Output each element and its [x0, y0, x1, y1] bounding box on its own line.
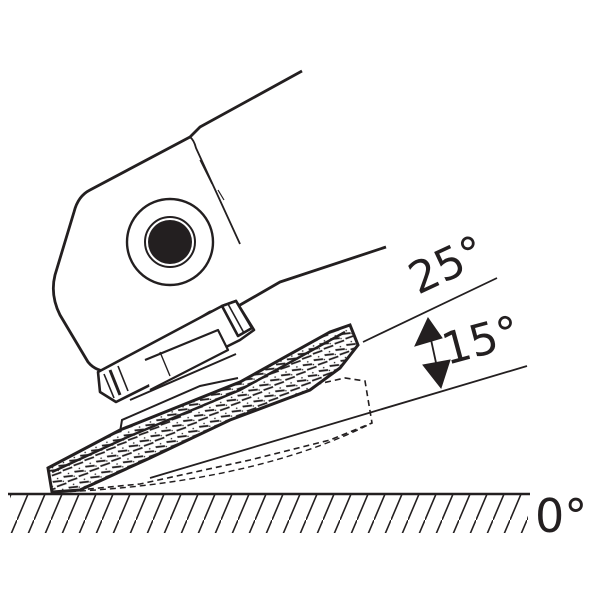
workpiece-surface — [8, 492, 530, 533]
spindle-lock-button — [125, 197, 215, 287]
spindle-nut — [96, 299, 256, 404]
label-angle-0: 0° — [535, 489, 587, 543]
label-angle-15: 15° — [437, 306, 526, 375]
angle-reference-lines — [149, 277, 528, 479]
label-angle-25: 25° — [401, 226, 493, 305]
double-arrow — [414, 317, 451, 390]
disc-dashed-underside — [59, 422, 373, 493]
disc-dashed-outline — [57, 377, 373, 493]
flap-disc — [46, 323, 360, 494]
